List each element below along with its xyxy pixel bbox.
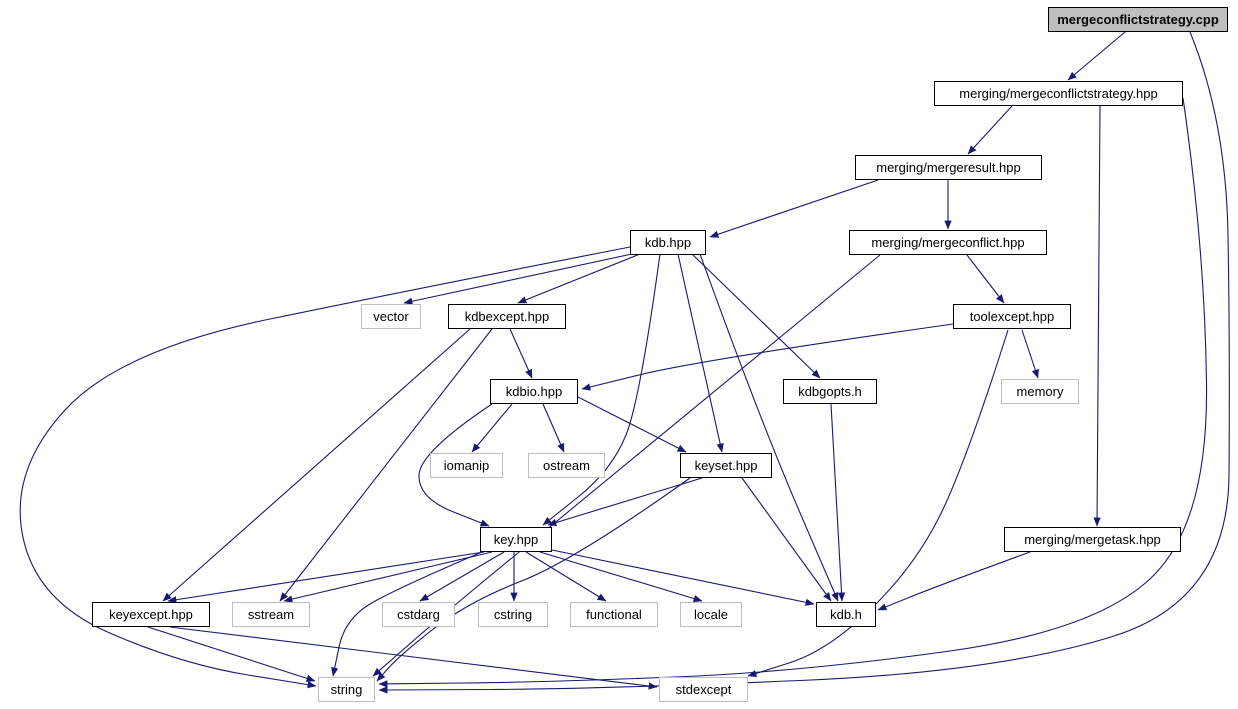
edge-key-to-locale: [539, 551, 703, 603]
graph-node-locale: locale: [680, 602, 742, 627]
graph-node-functional: functional: [570, 602, 658, 627]
edge-cpp-to-hpp: [1067, 31, 1126, 81]
graph-node-kdbh[interactable]: kdb.h: [816, 602, 876, 627]
edge-mergeconflict-to-toolexcept: [966, 254, 1005, 304]
graph-node-keyexcept[interactable]: keyexcept.hpp: [92, 602, 210, 627]
edge-kdbhpp-to-vector: [403, 253, 633, 305]
edge-kdbhpp-to-kdbh: [699, 253, 839, 602]
graph-node-kdbgopts[interactable]: kdbgopts.h: [783, 379, 877, 404]
edge-key-to-functional: [525, 551, 607, 602]
edge-kdbio-to-ostream: [542, 403, 565, 453]
edge-keyset-to-kdbh: [741, 477, 832, 602]
edge-toolexcept-to-stdexcept: [747, 329, 1009, 677]
edge-kdbio-to-key: [418, 403, 493, 527]
graph-node-cstdarg: cstdarg: [382, 602, 455, 627]
edge-kdbio-to-keyset: [577, 396, 687, 453]
graph-node-cpp: mergeconflictstrategy.cpp: [1048, 7, 1228, 32]
edge-kdbexcept-to-keyexcept: [162, 328, 471, 602]
edge-keyexcept-to-string: [147, 626, 316, 682]
graph-node-key[interactable]: key.hpp: [480, 527, 552, 552]
graph-node-stdexcept: stdexcept: [659, 677, 748, 702]
edge-toolexcept-to-memory: [1021, 329, 1039, 379]
edge-hpp-to-string: [378, 97, 1208, 688]
edge-kdbio-to-iomanip: [471, 403, 513, 453]
edge-key-to-sstream: [283, 551, 493, 603]
edge-hpp-to-mergeresult: [967, 105, 1013, 155]
graph-node-sstream: sstream: [232, 602, 310, 627]
edge-kdbhpp-to-string: [19, 246, 631, 689]
graph-node-memory: memory: [1001, 379, 1079, 404]
graph-node-mergetask[interactable]: merging/mergetask.hpp: [1004, 527, 1181, 552]
edge-key-to-string: [331, 551, 483, 677]
graph-node-string: string: [318, 677, 375, 702]
edge-kdbhpp-to-key: [542, 253, 661, 526]
edge-kdbexcept-to-kdbio: [509, 328, 533, 379]
edge-kdbexcept-to-sstream: [279, 328, 493, 602]
graph-node-ostream: ostream: [528, 453, 605, 478]
edge-keyexcept-to-stdexcept: [169, 626, 658, 690]
graph-node-kdbhpp[interactable]: kdb.hpp: [630, 230, 706, 255]
graph-node-mergeresult[interactable]: merging/mergeresult.hpp: [855, 155, 1042, 180]
edge-kdbhpp-to-kdbgopts: [691, 253, 821, 379]
graph-node-toolexcept[interactable]: toolexcept.hpp: [953, 304, 1071, 329]
edge-key-to-keyexcept: [167, 551, 485, 604]
edge-mergetask-to-kdbh: [877, 551, 1031, 611]
graph-node-kdbexcept[interactable]: kdbexcept.hpp: [448, 304, 566, 329]
graph-node-hpp[interactable]: merging/mergeconflictstrategy.hpp: [934, 81, 1183, 106]
edge-keyset-to-key: [547, 477, 703, 527]
edge-cpp-to-string: [378, 31, 1230, 694]
edges: [19, 31, 1230, 694]
graph-node-vector: vector: [361, 304, 421, 329]
edge-kdbgopts-to-kdbh: [830, 403, 846, 602]
graph-node-mergeconflict[interactable]: merging/mergeconflict.hpp: [849, 230, 1047, 255]
edge-mergeresult-to-kdbhpp: [709, 179, 879, 238]
graph-node-keyset[interactable]: keyset.hpp: [680, 453, 772, 478]
edge-keyset-to-string: [376, 477, 691, 682]
edge-toolexcept-to-kdbio: [581, 323, 954, 391]
edge-hpp-to-mergetask: [1093, 105, 1101, 527]
edge-kdbhpp-to-keyset: [677, 253, 724, 453]
edge-key-to-kdbh: [551, 549, 815, 606]
graph-node-iomanip: iomanip: [430, 453, 503, 478]
graph-node-kdbio[interactable]: kdbio.hpp: [490, 379, 578, 404]
edge-key-to-cstdarg: [419, 551, 505, 602]
edge-kdbhpp-to-kdbexcept: [517, 253, 641, 304]
graph-node-cstring: cstring: [478, 602, 548, 627]
